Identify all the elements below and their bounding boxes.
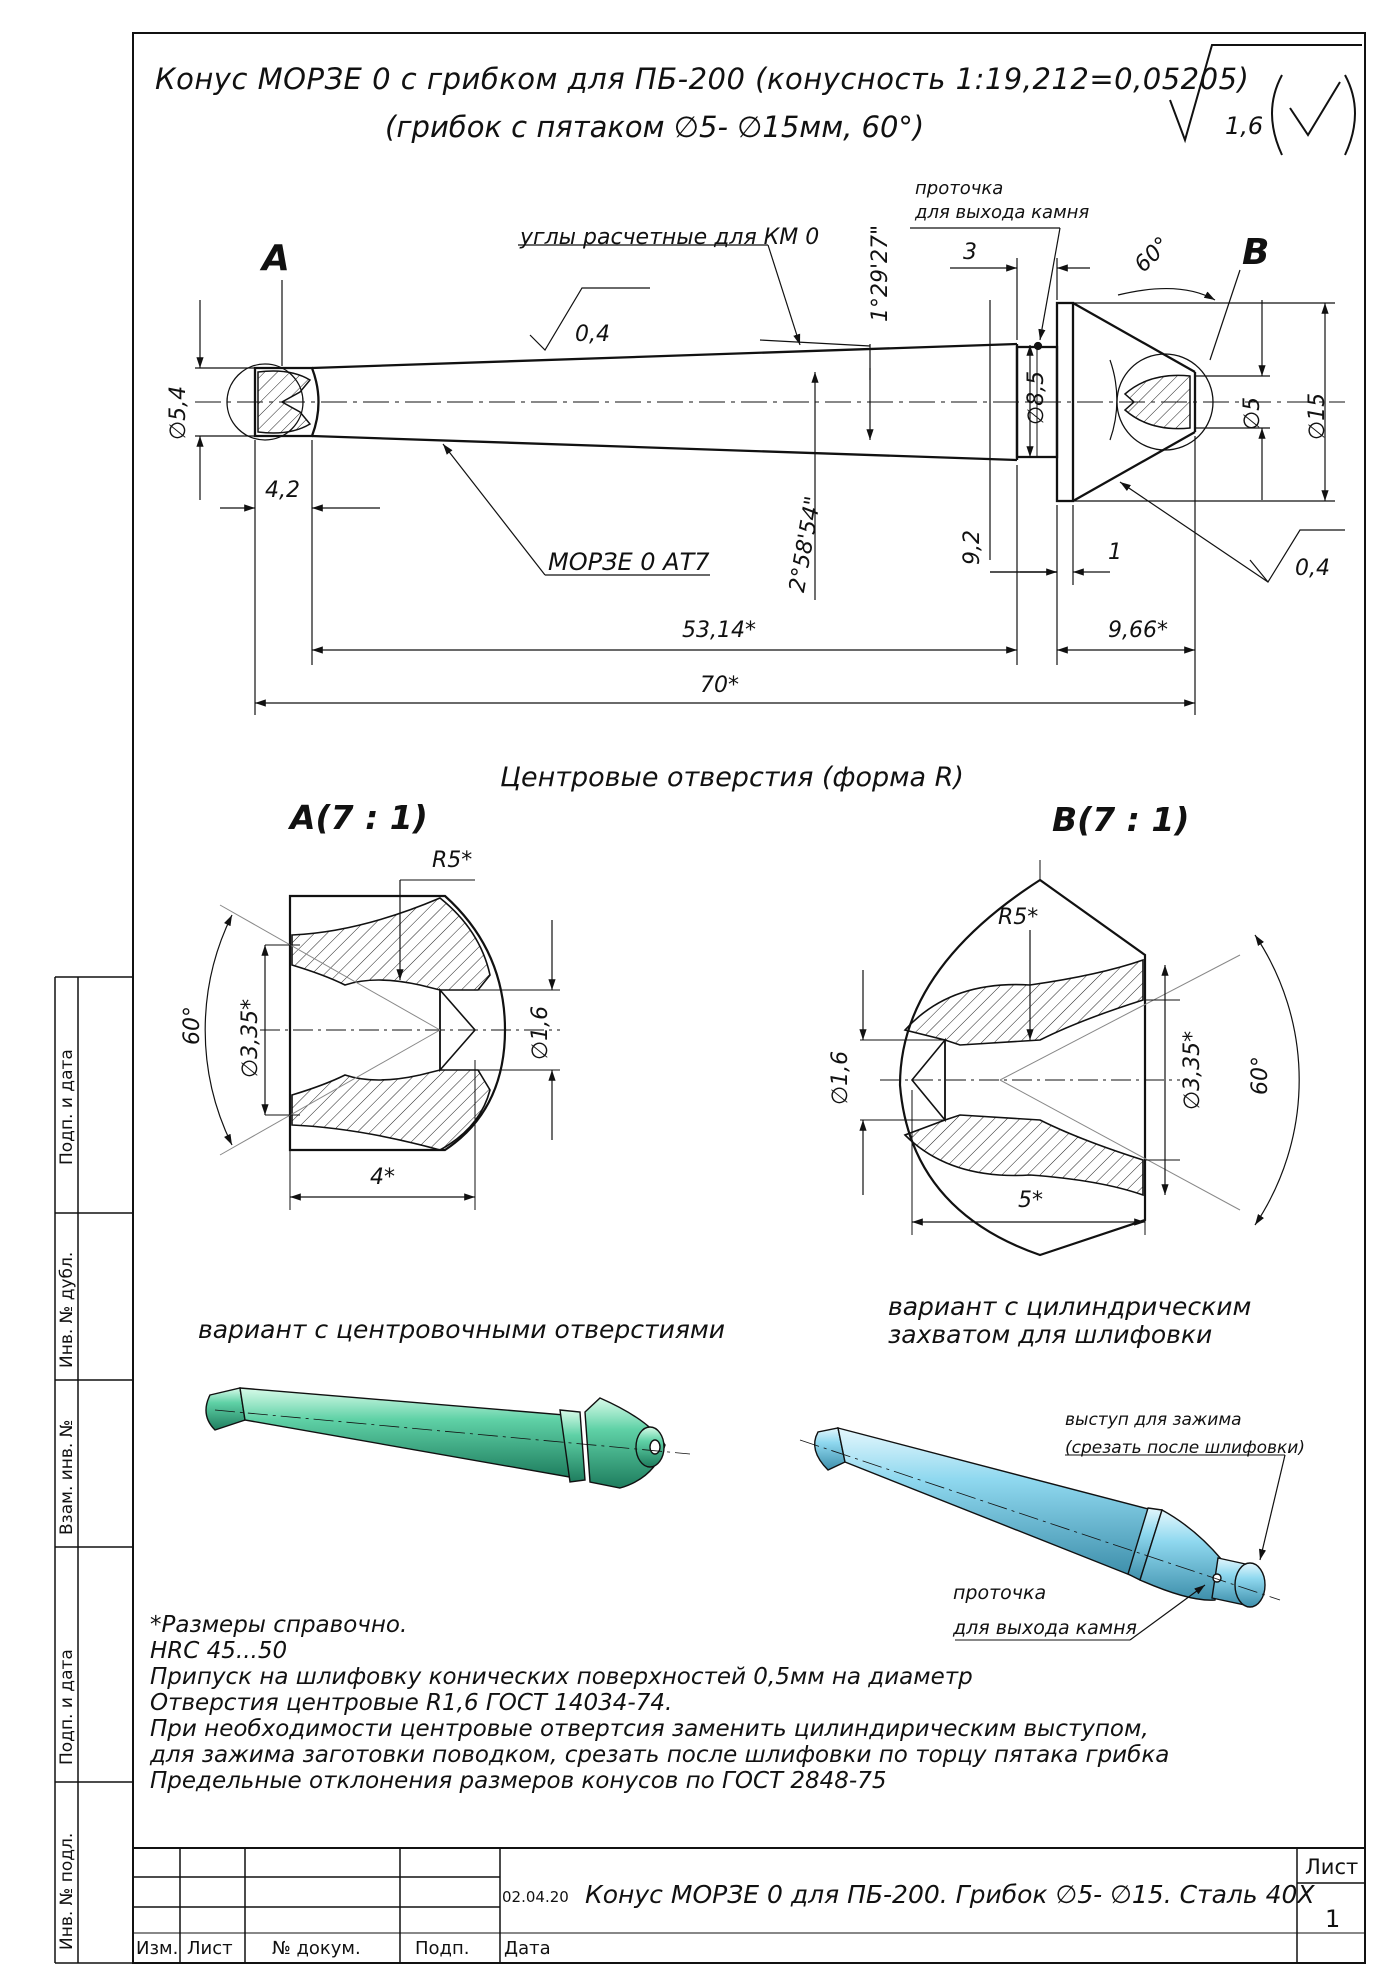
note-line: для зажима заготовки поводком, срезать п…	[150, 1742, 1170, 1768]
drawing-title-line1: Конус МОРЗЕ 0 с грибком для ПБ-200 (кону…	[155, 62, 1250, 96]
taper-note: МОРЗЕ 0 АТ7	[548, 548, 710, 576]
technical-notes: *Размеры справочно. HRC 45...50 Припуск …	[150, 1612, 1169, 1794]
dim-r04: 0,4	[575, 322, 610, 347]
tb-sheet-label: Лист	[1305, 1855, 1359, 1879]
dim-d85: ∅8,5	[1024, 370, 1049, 425]
dim-d5: ∅5	[1240, 396, 1265, 430]
side-label-dup-inv: Инв. № дубл.	[57, 1251, 77, 1368]
main-label-a: A	[262, 238, 290, 279]
dim-len42: 4,2	[265, 478, 300, 503]
dim-l92: 9,2	[960, 530, 985, 565]
dim-d54: ∅5,4	[166, 385, 191, 440]
note-line: Отверстия центровые R1,6 ГОСТ 14034-74.	[150, 1690, 673, 1716]
variant-left-caption: вариант с центровочными отверстиями	[198, 1315, 725, 1344]
groove-note-1: проточка	[953, 1582, 1047, 1604]
detail-a-drawing	[204, 879, 560, 1210]
note-groove-1: проточка	[915, 178, 1004, 199]
detail-b-d335: ∅3,35*	[1180, 1030, 1205, 1110]
clamp-note-1: выступ для зажима	[1065, 1410, 1242, 1430]
note-line: *Размеры справочно.	[150, 1612, 408, 1638]
dim-r04b: 0,4	[1295, 556, 1330, 581]
detail-a-title: A(7 : 1)	[290, 798, 428, 837]
detail-a-radius: R5*	[432, 848, 473, 873]
detail-a-d335: ∅3,35*	[238, 998, 263, 1078]
dim-ang1: 1°29'27"	[868, 224, 893, 322]
detail-a-len: 4*	[370, 1165, 395, 1190]
note-groove-2: для выхода камня	[915, 202, 1090, 223]
main-label-b: B	[1242, 232, 1270, 273]
note-line: Припуск на шлифовку конических поверхнос…	[150, 1664, 973, 1690]
dim-d15: ∅15	[1305, 392, 1330, 440]
main-right-centerhole	[1116, 353, 1214, 451]
main-left-centerhole	[226, 363, 312, 441]
note-line: При необходимости центровые отвертсия за…	[150, 1716, 1149, 1742]
roughness-symbol	[1169, 44, 1362, 156]
detail-b-len: 5*	[1018, 1188, 1043, 1213]
side-label-replace-inv: Взам. инв. №	[57, 1419, 77, 1535]
tb-col-doc: № докум.	[272, 1938, 361, 1959]
side-label-sign-date-1: Подп. и дата	[57, 1049, 77, 1165]
main-part-outline	[195, 301, 1345, 503]
detail-b-d16: ∅1,6	[828, 1050, 853, 1105]
side-label-sign-date-2: Подп. и дата	[57, 1649, 77, 1765]
detail-a-d16: ∅1,6	[528, 1005, 553, 1060]
tb-sheet-number: 1	[1325, 1905, 1341, 1933]
clamp-note-2: (срезать после шлифовки)	[1065, 1438, 1305, 1458]
tb-col-sheet: Лист	[187, 1938, 233, 1959]
detail-b-radius: R5*	[998, 905, 1039, 930]
variant-right-caption-2: захватом для шлифовки	[888, 1320, 1213, 1349]
dim-l70: 70*	[700, 673, 739, 698]
sheet-frame	[54, 32, 1366, 1964]
drawing-title-line2: (грибок с пятаком ∅5- ∅15мм, 60°)	[385, 110, 925, 144]
title-block-lines	[133, 1847, 1365, 1963]
dim-l966: 9,66*	[1108, 618, 1168, 643]
tb-date-value: 02.04.20	[502, 1888, 569, 1906]
dim-l1: 1	[1108, 540, 1122, 565]
tb-col-sign: Подп.	[415, 1938, 470, 1959]
groove-note-2: для выхода камня	[953, 1617, 1137, 1639]
variant-right-3d	[799, 1427, 1286, 1641]
detail-b-angle: 60°	[1248, 1056, 1273, 1095]
roughness-general-value: 1,6	[1225, 112, 1264, 140]
note-line: HRC 45...50	[150, 1638, 288, 1664]
tb-col-date: Дата	[504, 1938, 551, 1959]
main-dimensions	[195, 227, 1345, 715]
detail-a-angle: 60°	[180, 1006, 205, 1045]
centers-heading: Центровые отверстия (форма R)	[500, 762, 964, 793]
detail-b-drawing	[859, 860, 1300, 1257]
side-label-orig-inv: Инв. № подл.	[57, 1832, 77, 1950]
dim-l5314: 53,14*	[682, 618, 756, 643]
tb-drawing-name: Конус МОРЗЕ 0 для ПБ-200. Грибок ∅5- ∅15…	[585, 1880, 1315, 1909]
tb-col-change: Изм.	[136, 1938, 179, 1959]
note-line: Предельные отклонения размеров конусов п…	[150, 1768, 887, 1794]
variant-right-caption-1: вариант с цилиндрическим	[888, 1292, 1252, 1321]
note-angles: углы расчетные для КМ 0	[520, 225, 820, 250]
variant-left-3d	[205, 1387, 691, 1489]
dim-l3: 3	[963, 240, 977, 265]
detail-b-title: B(7 : 1)	[1052, 800, 1190, 839]
